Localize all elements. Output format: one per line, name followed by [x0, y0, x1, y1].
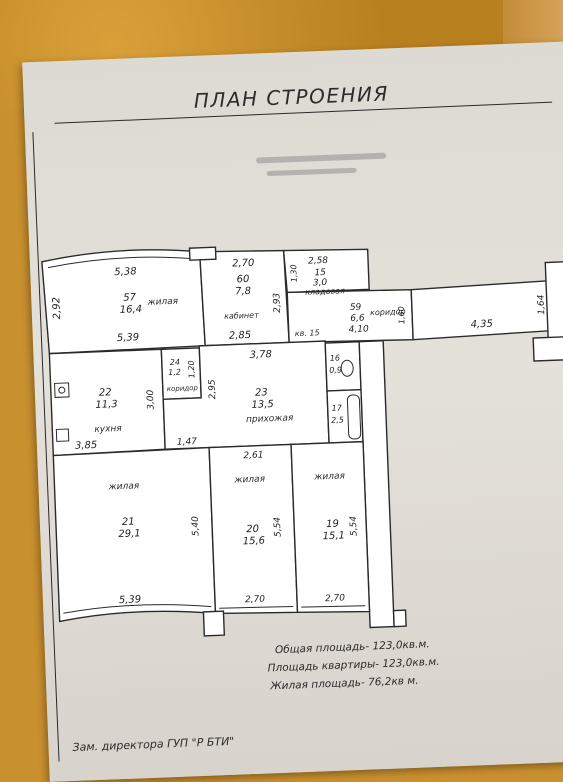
stamp-smudge [256, 152, 387, 164]
dim-60-bottom: 2,85 [229, 330, 252, 342]
room-15 [282, 248, 370, 294]
burner-icon [58, 386, 66, 394]
room-59-name: коридор [370, 307, 406, 317]
room-16-area: 0,9 [329, 365, 342, 374]
room-21-area: 29,1 [118, 528, 141, 540]
room-23-number: 23 [255, 387, 268, 398]
dim-57-top: 5,38 [114, 266, 137, 278]
dim-59-right: 1,60 [397, 306, 407, 324]
dim-19-bottom: 2,70 [325, 593, 346, 604]
toilet-icon [340, 359, 354, 377]
room-20-number: 20 [246, 524, 259, 535]
dim-59-w: 4,10 [349, 324, 370, 335]
sink-icon [55, 428, 70, 442]
room-19-number: 19 [326, 519, 339, 530]
room-20-name: жилая [233, 474, 266, 485]
signature-line: Зам. директора ГУП "Р БТИ" [72, 735, 234, 754]
dim-19-right: 5,54 [349, 516, 360, 537]
room-15-name: кладовая [305, 286, 345, 297]
room-22-name: кухня [94, 424, 122, 435]
dim-corr-right-h: 1,64 [536, 294, 547, 315]
room-16-number: 16 [330, 353, 341, 362]
dim-23-top: 3,78 [249, 349, 272, 361]
apartment-label: кв. 15 [295, 328, 320, 338]
room-19 [290, 440, 371, 614]
frame-left [32, 132, 60, 762]
window-21 [63, 604, 212, 614]
room-57-name: жилая [146, 297, 179, 308]
frame-top [54, 101, 553, 124]
dim-15-top: 2,58 [308, 256, 329, 267]
dim-corr-right-w: 4,35 [470, 319, 493, 331]
summary-total-area: Общая площадь- 123,0кв.м. [275, 638, 430, 656]
column-1 [188, 246, 217, 261]
room-15-number: 15 [314, 268, 326, 278]
column-right [544, 260, 563, 344]
dim-20-right: 5,54 [273, 516, 284, 537]
room-22-area: 11,3 [95, 399, 118, 411]
room-60-name: кабинет [224, 311, 259, 321]
dim-60-right: 2,93 [272, 292, 283, 313]
room-24-number: 24 [170, 358, 181, 367]
window-57 [47, 256, 196, 269]
stair-notch [532, 335, 563, 362]
dim-57-bottom: 5,39 [117, 332, 140, 344]
room-17-area: 2,5 [331, 415, 344, 424]
stove-icon [54, 382, 70, 398]
floor-plan: ПЛАН СТРОЕНИЯ 5,38 57 16,4 жилая 5,39 2,… [32, 81, 563, 762]
room-19-area: 15,1 [322, 530, 345, 542]
room-57-number: 57 [123, 292, 137, 304]
dim-23-left: 2,95 [207, 379, 218, 400]
room-21-number: 21 [122, 516, 135, 527]
room-15-area: 3,0 [313, 278, 328, 289]
room-60-number: 60 [236, 274, 249, 285]
room-59-area: 6,6 [350, 313, 365, 324]
stair-end [392, 609, 407, 628]
room-24-name: коридор [167, 384, 199, 393]
room-24-area: 1,2 [168, 368, 181, 377]
dim-21-right: 5,40 [191, 516, 202, 537]
dim-24-h: 1,20 [187, 360, 197, 378]
room-19-name: жилая [313, 471, 346, 482]
dim-23-bottom: 2,61 [243, 450, 263, 461]
dim-21-bottom: 5,39 [119, 594, 142, 606]
room-21-name: жилая [107, 481, 140, 492]
room-17-number: 17 [332, 403, 343, 412]
summary-living-area: Жилая площадь- 76,2кв м. [269, 675, 419, 693]
plan-title: ПЛАН СТРОЕНИЯ [193, 81, 389, 112]
stamp-smudge-2 [266, 167, 357, 177]
dim-22-right: 3,00 [146, 389, 157, 410]
dim-23-small: 1,47 [177, 437, 198, 448]
summary-apartment-area: Площадь квартиры- 123,0кв.м. [267, 656, 439, 675]
room-57-area: 16,4 [120, 304, 143, 316]
dim-20-bottom: 2,70 [245, 595, 266, 606]
bathtub-icon [346, 394, 362, 440]
dim-15-left: 1,30 [289, 264, 299, 282]
room-59-number: 59 [350, 303, 362, 313]
room-60-area: 7,8 [235, 286, 251, 298]
dim-57-left: 2,92 [51, 297, 63, 320]
window-20 [219, 605, 294, 609]
room-23-name: прихожая [246, 413, 294, 425]
paper-sheet: ПЛАН СТРОЕНИЯ 5,38 57 16,4 жилая 5,39 2,… [22, 41, 563, 782]
room-22-number: 22 [99, 387, 112, 398]
dim-60-top: 2,70 [232, 258, 255, 270]
room-23-area: 13,5 [251, 399, 274, 411]
column-bottom [202, 610, 226, 637]
window-19 [301, 605, 366, 608]
dim-22-w: 3,85 [75, 440, 98, 452]
room-20-area: 15,6 [243, 535, 266, 547]
